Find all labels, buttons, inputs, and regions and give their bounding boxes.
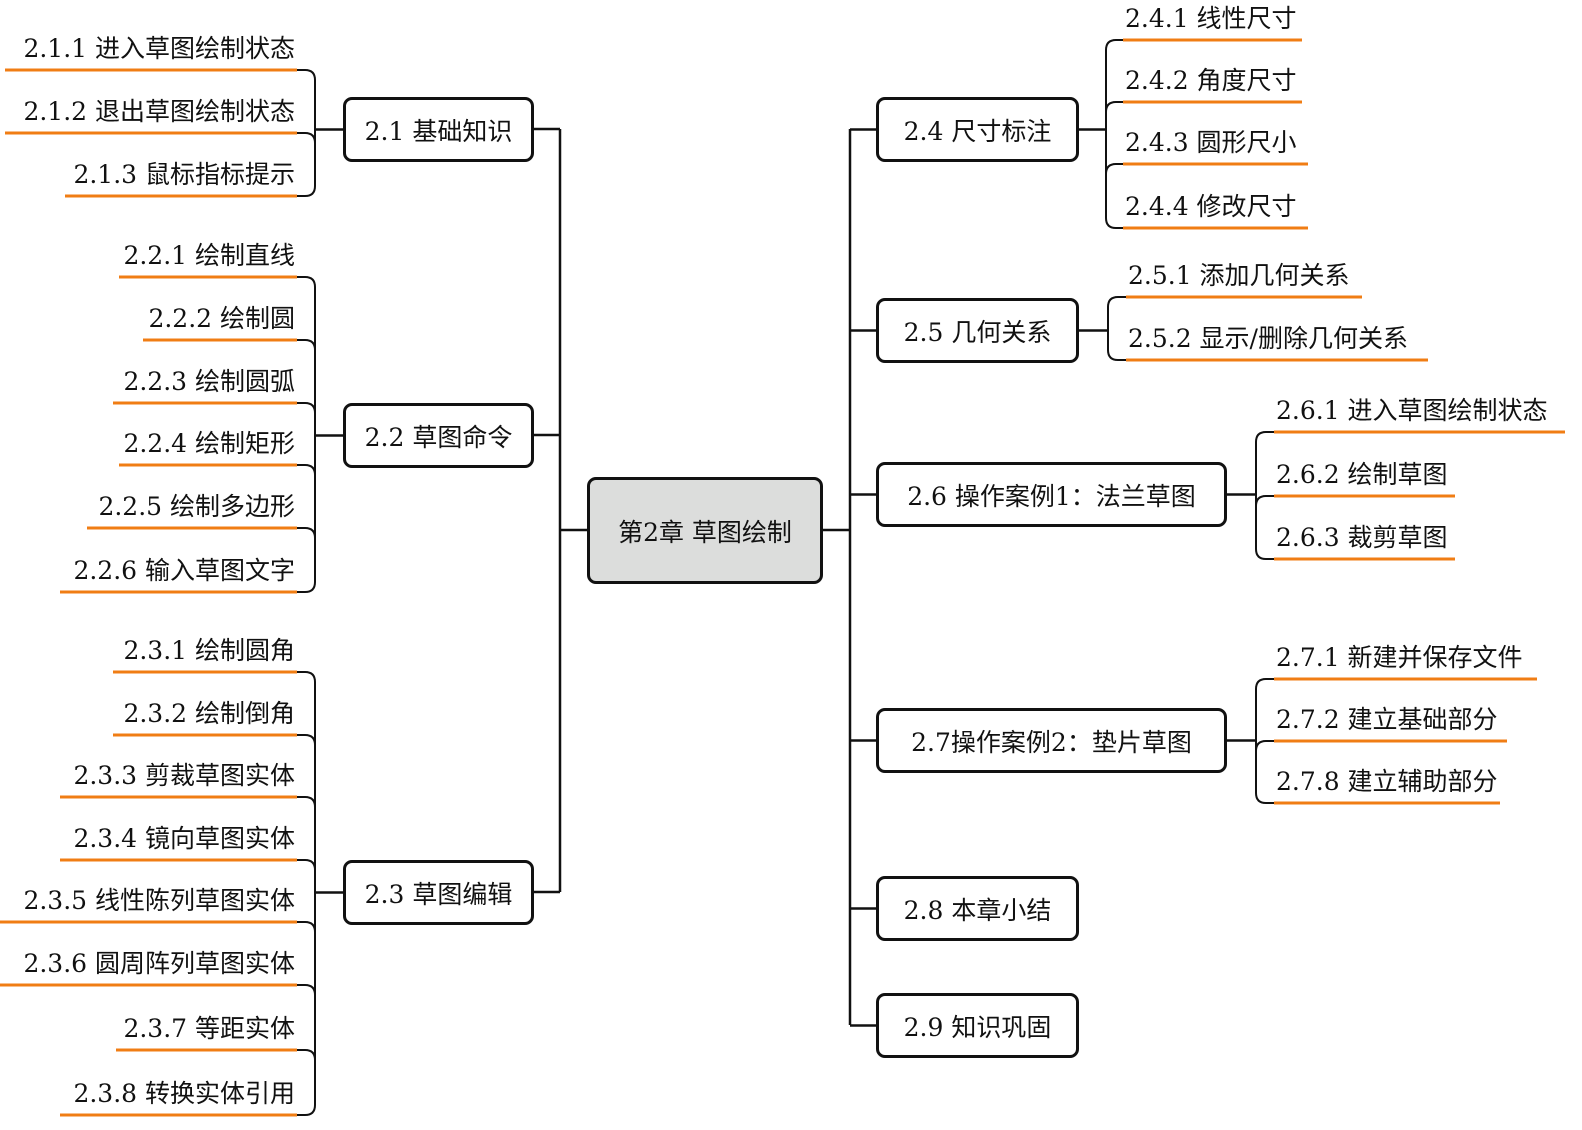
right-spine (822, 129, 852, 1025)
bracket-arm (297, 734, 316, 746)
branch-node[interactable]: 2.4 尺寸标注 (876, 97, 1079, 162)
bracket-arm (1105, 101, 1123, 113)
bracket-arm (297, 671, 316, 683)
branch-node[interactable]: 2.7操作案例2：垫片草图 (876, 708, 1227, 773)
left-spine (533, 127, 587, 894)
branch-label: 2.5 几何关系 (903, 317, 1052, 347)
leaf-topic[interactable]: 2.2.5 绘制多边形 (98, 492, 295, 521)
leaf-topic[interactable]: 2.5.2 显示/删除几何关系 (1128, 324, 1408, 353)
bracket-arm (297, 185, 316, 197)
leaf-topic[interactable]: 2.7.2 建立基础部分 (1276, 705, 1498, 734)
bracket-arm (1255, 431, 1274, 443)
leaf-topic[interactable]: 2.1.1 进入草图绘制状态 (23, 34, 295, 63)
leaf-topic[interactable]: 2.3.5 线性陈列草图实体 (23, 886, 295, 915)
bracket-arm (297, 984, 316, 996)
leaf-topic[interactable]: 2.1.3 鼠标指标提示 (73, 160, 295, 189)
branch-node[interactable]: 2.2 草图命令 (343, 403, 534, 468)
bracket-arm (297, 402, 316, 414)
branch-label: 2.8 本章小结 (903, 895, 1052, 925)
bracket-arm (297, 276, 316, 288)
bracket-arm (297, 1104, 316, 1116)
bracket-arm (1255, 740, 1274, 752)
bracket-arm (297, 1049, 316, 1061)
leaf-topic[interactable]: 2.2.2 绘制圆 (148, 304, 295, 333)
leaf-topic[interactable]: 2.4.2 角度尺寸 (1125, 66, 1297, 95)
bracket-arm (1255, 495, 1274, 507)
branch-node[interactable]: 2.5 几何关系 (876, 298, 1079, 363)
root-label: 第2章 草图绘制 (618, 517, 792, 547)
leaf-topic[interactable]: 2.4.4 修改尺寸 (1125, 192, 1297, 221)
leaf-topic[interactable]: 2.4.1 线性尺寸 (1125, 4, 1297, 33)
bracket-arm (1105, 39, 1123, 51)
branch-node[interactable]: 2.9 知识巩固 (876, 993, 1079, 1058)
leaf-topic[interactable]: 2.2.6 输入草图文字 (73, 556, 295, 585)
bracket-arm (297, 132, 316, 144)
leaf-topic[interactable]: 2.7.1 新建并保存文件 (1276, 643, 1523, 672)
bracket-arm (1105, 217, 1123, 229)
leaf-topic[interactable]: 2.3.4 镜向草图实体 (73, 824, 295, 853)
leaf-topic[interactable]: 2.3.3 剪裁草图实体 (73, 761, 295, 790)
bracket-arm (1105, 163, 1123, 175)
bracket-arm (297, 859, 316, 871)
bracket-arm (1107, 349, 1126, 361)
bracket-arm (1107, 296, 1126, 308)
bracket-arm (1255, 548, 1274, 560)
root-node[interactable]: 第2章 草图绘制 (587, 477, 823, 584)
bracket-arm (297, 69, 316, 81)
leaf-topic[interactable]: 2.6.3 裁剪草图 (1276, 523, 1448, 552)
bracket-arm (297, 464, 316, 476)
leaf-topic[interactable]: 2.3.7 等距实体 (123, 1014, 295, 1043)
bracket-arm (297, 339, 316, 351)
branch-label: 2.2 草图命令 (364, 422, 513, 452)
bracket-arm (1255, 792, 1274, 804)
branch-label: 2.6 操作案例1：法兰草图 (907, 481, 1196, 511)
leaf-topic[interactable]: 2.5.1 添加几何关系 (1128, 261, 1350, 290)
leaf-topic[interactable]: 2.3.2 绘制倒角 (123, 699, 295, 728)
leaf-topic[interactable]: 2.2.4 绘制矩形 (123, 429, 295, 458)
branch-label: 2.9 知识巩固 (903, 1012, 1052, 1042)
branch-label: 2.4 尺寸标注 (903, 116, 1052, 146)
branch-node[interactable]: 2.1 基础知识 (343, 97, 534, 162)
branch-label: 2.3 草图编辑 (364, 879, 513, 909)
branch-label: 2.7操作案例2：垫片草图 (911, 727, 1192, 757)
leaf-topic[interactable]: 2.1.2 退出草图绘制状态 (23, 97, 295, 126)
branch-node[interactable]: 2.8 本章小结 (876, 876, 1079, 941)
leaf-topic[interactable]: 2.3.8 转换实体引用 (73, 1079, 295, 1108)
leaf-topic[interactable]: 2.2.3 绘制圆弧 (123, 367, 295, 396)
leaf-topic[interactable]: 2.6.2 绘制草图 (1276, 460, 1448, 489)
bracket-arm (297, 581, 316, 593)
leaf-topic[interactable]: 2.3.1 绘制圆角 (123, 636, 295, 665)
branch-node[interactable]: 2.6 操作案例1：法兰草图 (876, 462, 1227, 527)
leaf-topic[interactable]: 2.7.8 建立辅助部分 (1276, 767, 1498, 796)
leaf-topic[interactable]: 2.6.1 进入草图绘制状态 (1276, 396, 1548, 425)
branch-node[interactable]: 2.3 草图编辑 (343, 860, 534, 925)
leaf-topic[interactable]: 2.4.3 圆形尺小 (1125, 128, 1297, 157)
branch-label: 2.1 基础知识 (364, 116, 513, 146)
bracket-arm (297, 527, 316, 539)
leaf-topic[interactable]: 2.2.1 绘制直线 (123, 241, 295, 270)
leaf-topic[interactable]: 2.3.6 圆周阵列草图实体 (23, 949, 295, 978)
bracket-arm (1255, 678, 1274, 690)
bracket-arm (297, 921, 316, 933)
bracket-arm (297, 796, 316, 808)
